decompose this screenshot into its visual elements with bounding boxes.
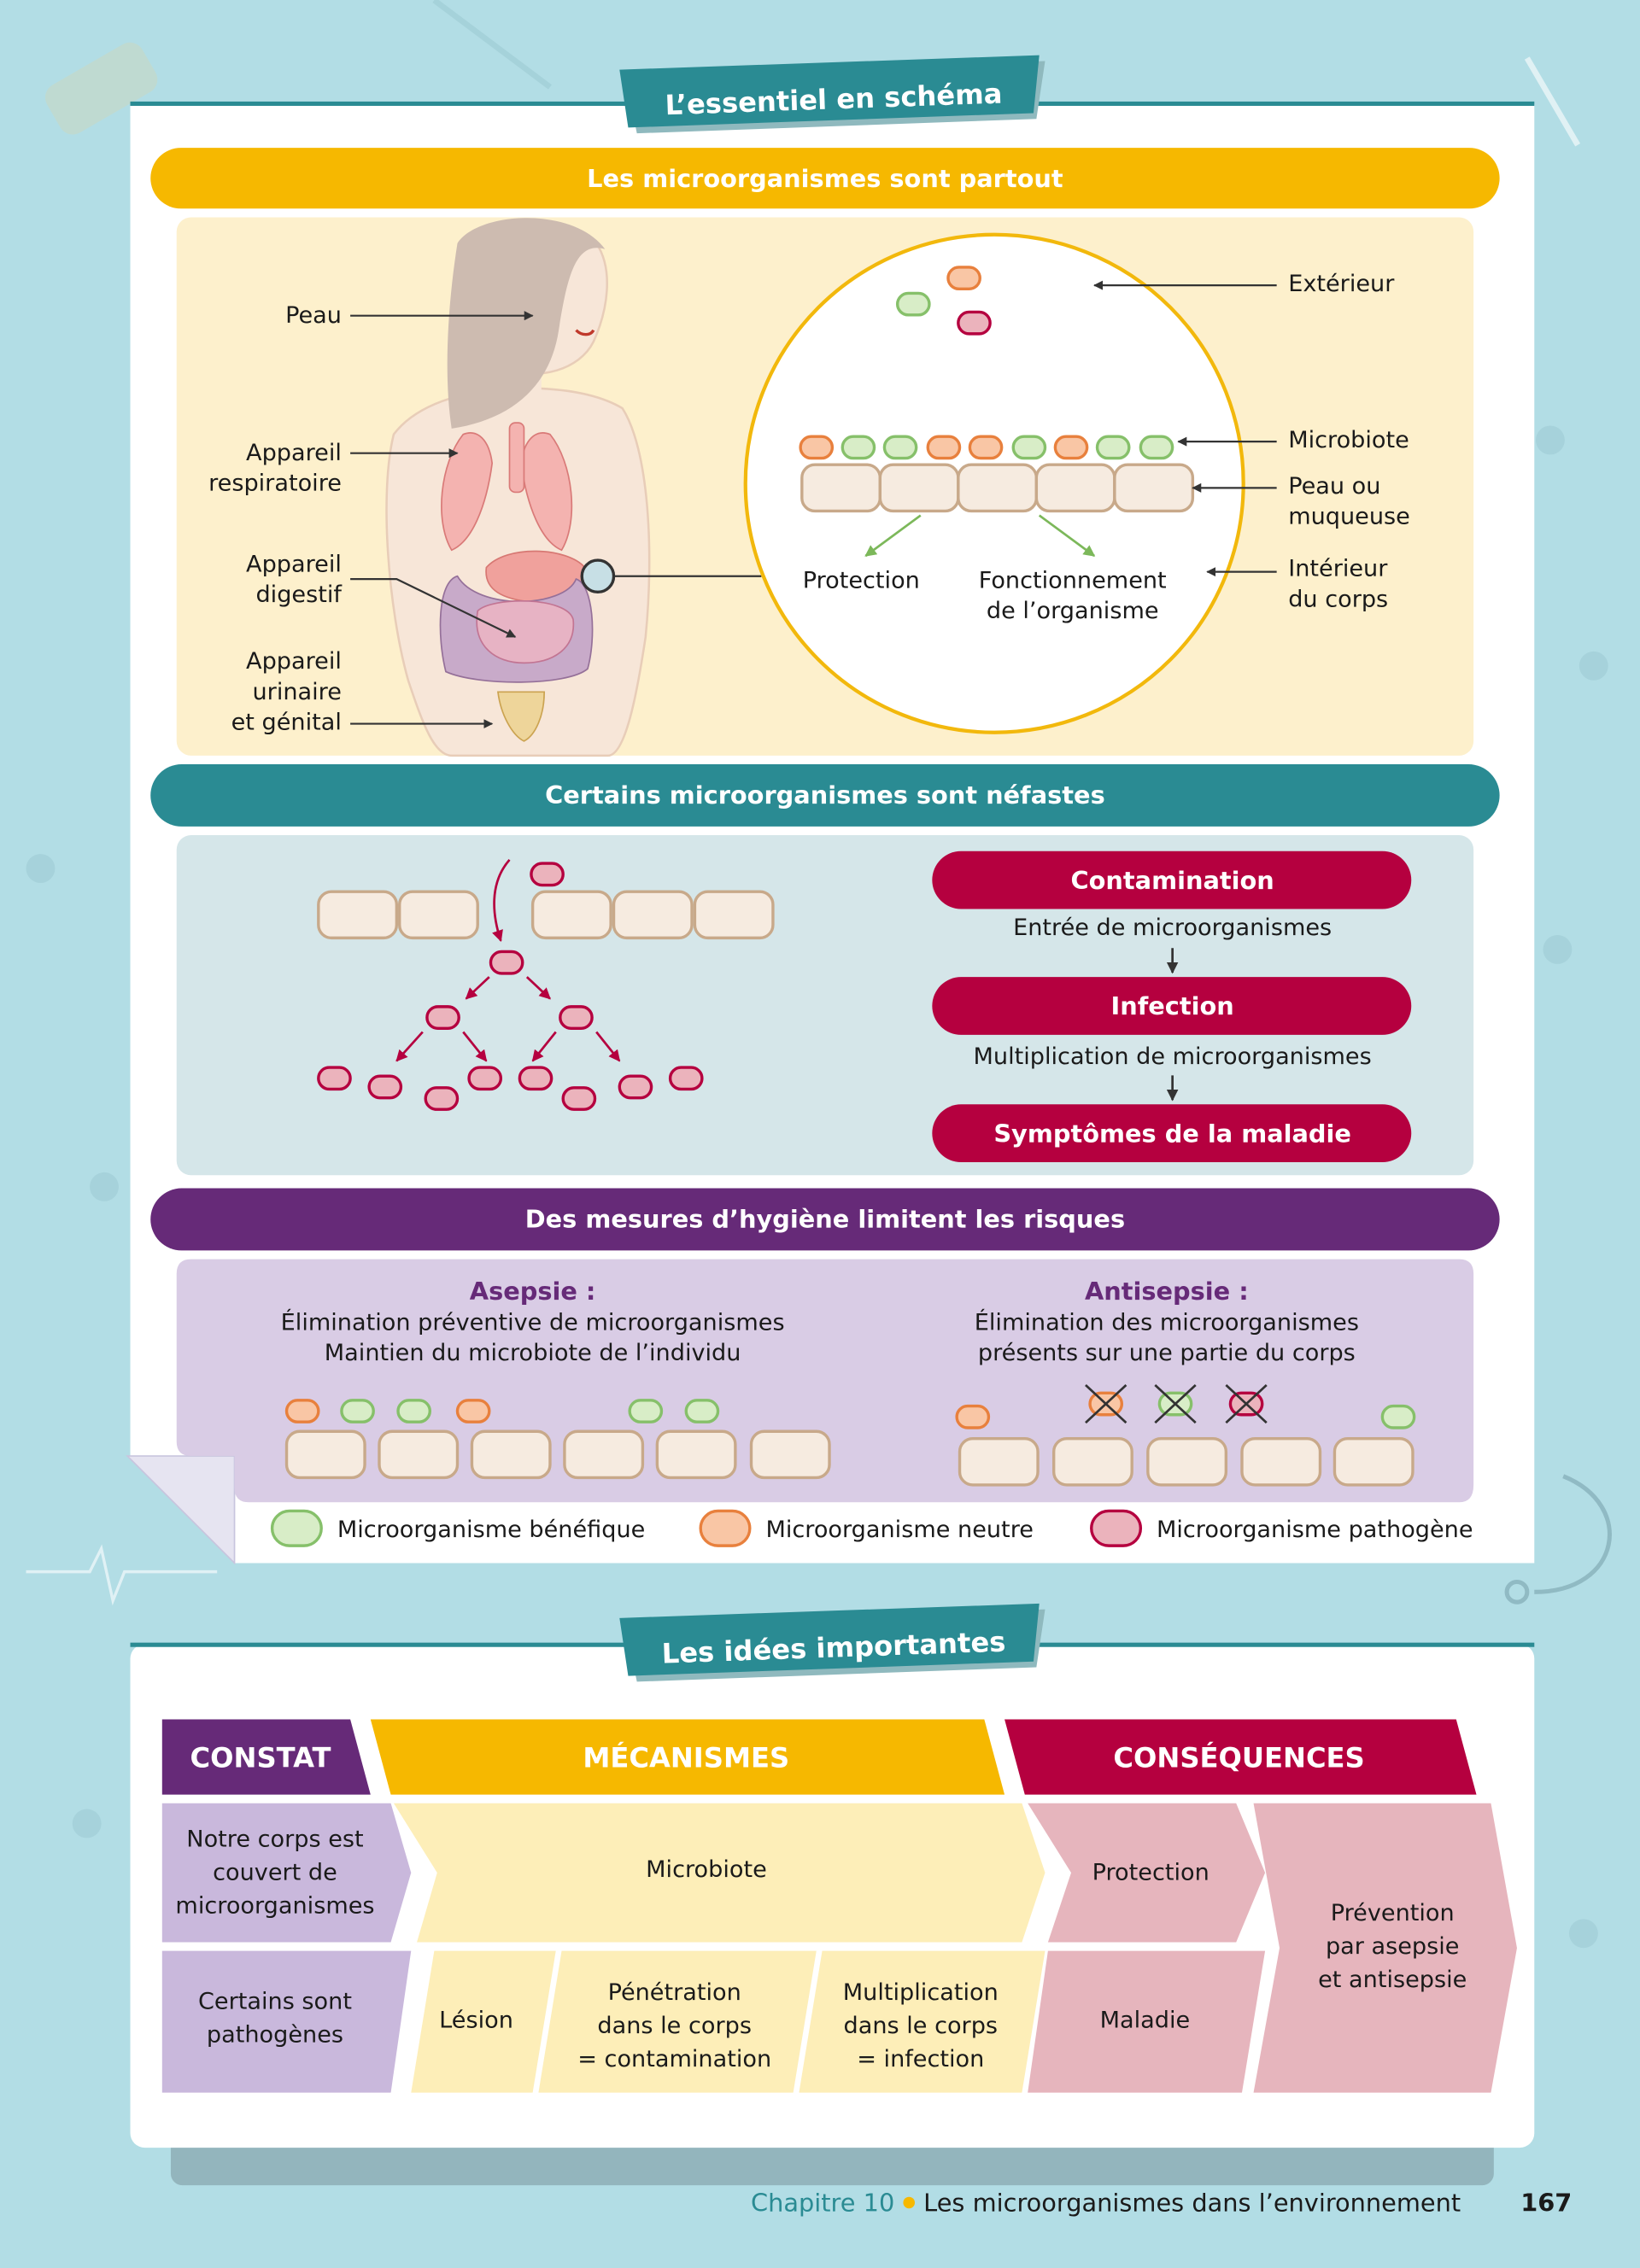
row2-penetration-2: dans le corps [597, 2013, 752, 2039]
step-infection: Infection [1111, 991, 1234, 1020]
cross-icon [1085, 1384, 1268, 1424]
prevention-3: et antisepsie [1318, 1967, 1467, 1993]
label-fonctionnement-1: Fonctionnement [979, 567, 1167, 593]
legend-pathogene: Microorganisme pathogène [1157, 1517, 1473, 1543]
antisepsie-illustration [955, 1384, 1416, 1487]
legend-pathogene-icon [1090, 1509, 1143, 1547]
multiplication-tree [317, 950, 704, 1111]
label-protection: Protection [803, 567, 920, 593]
footer-title: Les microorganismes dans l’environnement [923, 2189, 1461, 2218]
header-mecanismes: MÉCANISMES [583, 1741, 789, 1774]
row2-multiplication-2: dans le corps [844, 2013, 999, 2039]
page-number: 167 [1520, 2189, 1572, 2218]
row2-penetration-3: = contamination [577, 2046, 771, 2072]
idees-banner: Les idées importantes [619, 1603, 1046, 1682]
label-respiratoire-2: respiratoire [208, 471, 342, 497]
microbiote-row [799, 435, 1174, 460]
antisepsie-line-1: Élimination des microorganismes [975, 1309, 1359, 1336]
row1-protection: Protection [1092, 1860, 1210, 1886]
legend-benefique: Microorganisme bénéfique [337, 1517, 645, 1543]
asepsie-title: Asepsie : [470, 1277, 596, 1306]
row2-penetration-1: Pénétration [608, 1979, 741, 2006]
label-digestif-1: Appareil [246, 552, 342, 578]
section-nefastes: Certains microorganismes sont néfastes [150, 764, 1500, 1176]
label-interieur-2: du corps [1288, 586, 1388, 612]
label-urinaire-3: et génital [231, 709, 342, 735]
essentiel-banner: L’essentiel en schéma [619, 55, 1046, 134]
section-hygiene: Des mesures d’hygiène limitent les risqu… [150, 1188, 1500, 1503]
legend-neutre-icon [699, 1509, 752, 1547]
section-partout: Les microorganismes sont partout Peau Ap… [150, 148, 1500, 757]
label-fonctionnement-2: de l’organisme [987, 598, 1159, 624]
row1-constat-3: microorganismes [175, 1893, 374, 1920]
human-body-illustration [385, 218, 651, 757]
step-contamination: Contamination [1070, 866, 1274, 895]
row1-constat-1: Notre corps est [186, 1827, 363, 1853]
row2-multiplication-3: = infection [857, 2046, 984, 2072]
header-constat: CONSTAT [190, 1741, 331, 1774]
asepsie-line-1: Élimination préventive de microorganisme… [281, 1309, 785, 1336]
disease-steps: Contamination Entrée de microorganismes … [932, 850, 1412, 1163]
row1-microbiote: Microbiote [646, 1856, 767, 1883]
section-nefastes-title: Certains microorganismes sont néfastes [545, 780, 1105, 810]
label-peau-ou-1: Peau ou [1288, 473, 1380, 500]
row2-constat-2: pathogènes [207, 2021, 343, 2048]
label-urinaire-1: Appareil [246, 648, 342, 675]
row2-maladie: Maladie [1100, 2007, 1191, 2033]
bullet-icon [903, 2196, 915, 2209]
step-symptomes: Symptômes de la maladie [993, 1119, 1351, 1148]
step-entree-text: Entrée de microorganismes [1013, 915, 1332, 941]
label-interieur-1: Intérieur [1288, 556, 1388, 582]
section-hygiene-title: Des mesures d’hygiène limitent les risqu… [525, 1204, 1125, 1233]
row2-constat-1: Certains sont [198, 1988, 352, 2014]
footer-chapter: Chapitre 10 [751, 2189, 894, 2218]
antisepsie-line-2: présents sur une partie du corps [978, 1340, 1356, 1366]
tissue-row [800, 463, 1195, 513]
legend: Microorganisme bénéfique Microorganisme … [270, 1509, 1473, 1547]
label-peau: Peau [285, 302, 342, 329]
footer: Chapitre 10 Les microorganismes dans l’e… [751, 2189, 1572, 2218]
prevention-1: Prévention [1331, 1900, 1455, 1926]
label-microbiote: Microbiote [1288, 427, 1409, 453]
row1-constat-2: couvert de [213, 1860, 337, 1886]
label-peau-ou-2: muqueuse [1288, 504, 1410, 530]
label-digestif-2: digestif [255, 582, 343, 608]
zoom-lens-icon [580, 558, 616, 594]
prevention-2: par asepsie [1326, 1933, 1460, 1960]
antisepsie-title: Antisepsie : [1085, 1277, 1249, 1306]
row2-lesion: Lésion [439, 2007, 513, 2033]
idees-table: CONSTAT MÉCANISMES CONSÉQUENCES Notre co… [161, 1719, 1517, 2093]
asepsie-line-2: Maintien du microbiote de l’individu [325, 1340, 741, 1366]
label-urinaire-2: urinaire [253, 679, 342, 705]
legend-neutre: Microorganisme neutre [765, 1517, 1033, 1543]
section-partout-title: Les microorganismes sont partout [587, 164, 1063, 193]
background-decor [26, 0, 1612, 1949]
row2-multiplication-1: Multiplication [843, 1979, 999, 2006]
label-exterieur: Extérieur [1288, 271, 1395, 297]
infection-tissue [317, 890, 775, 940]
step-multiplication-text: Multiplication de microorganismes [974, 1043, 1372, 1070]
legend-benefique-icon [270, 1509, 323, 1547]
label-respiratoire-1: Appareil [246, 440, 342, 466]
header-consequences: CONSÉQUENCES [1113, 1741, 1364, 1774]
